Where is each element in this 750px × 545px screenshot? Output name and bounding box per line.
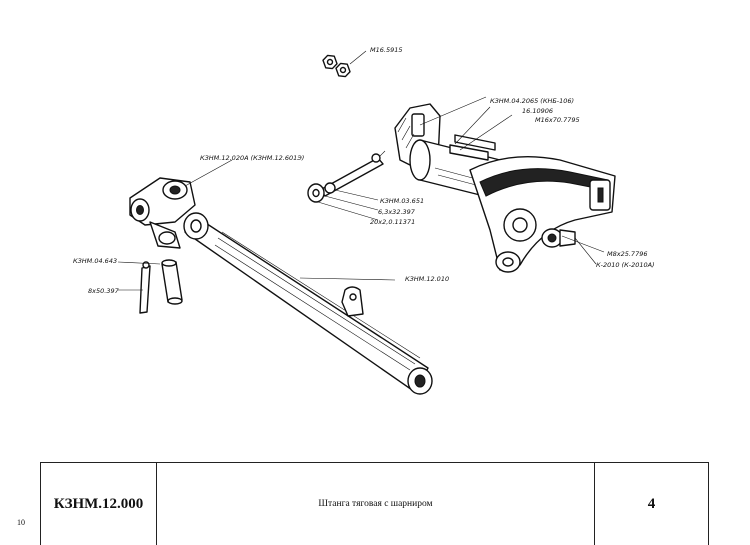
pin-and-cotter-drawing [139,259,183,314]
callout-bolt-top: М16х70.7795 [535,116,580,124]
callout-roller: К-2010 (К-2010А) [596,261,655,269]
sheet-number: 4 [647,495,656,512]
callout-pin-big: КЗНМ.04.643 [73,257,117,265]
callout-axle-pin: 20х2,0.11371 [370,218,415,226]
callout-cotter: 8х50.397 [88,287,120,295]
exploded-assembly-drawing: М16.5915 КЗНМ.04.2065 (КНБ-106) 16.10906… [73,46,655,395]
drawing-code: КЗНМ.12.000 [41,463,157,545]
nuts-drawing [322,50,367,78]
draw-bar-drawing [183,212,433,395]
callout-axle: КЗНМ.03.651 [380,197,424,205]
page-number: 10 [17,518,25,527]
callout-washer-top: 16.10906 [522,107,553,115]
drawing-name: Штанга тяговая с шарниром [157,463,595,545]
callout-bar: КЗНМ.12.010 [405,275,449,283]
axle-drawing [307,150,386,203]
callout-axle-washer: 6,3х32.397 [378,208,416,216]
callout-pin-bracket: КЗНМ.04.2065 (КНБ-106) [490,97,574,105]
callout-bolt-small: М8х25.7796 [607,250,647,258]
title-block: КЗНМ.12.000 Штанга тяговая с шарниром 4 [40,462,709,545]
callout-nut: М16.5915 [370,46,403,54]
callout-hinge: КЗНМ.12.020А (КЗНМ.12.601Э) [200,154,304,162]
leader-lines [117,96,605,291]
hinge-drawing [129,177,196,249]
hitch-bracket-drawing [394,103,616,273]
